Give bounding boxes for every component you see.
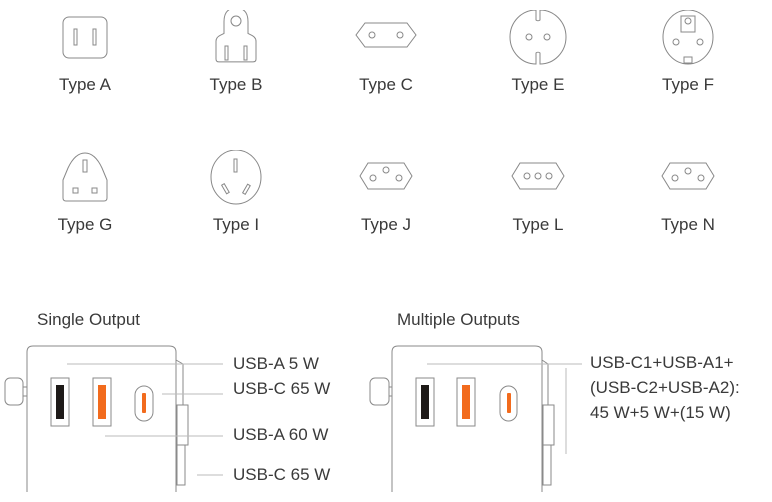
plug-type-b-icon [215, 10, 257, 63]
spec-usb-c-65w: USB-C 65 W [233, 379, 331, 398]
spec-usb-a-5w: USB-A 5 W [233, 354, 319, 373]
plug-type-c-icon [355, 22, 417, 48]
plug-label: Type F [662, 75, 714, 94]
spec-usb-a-60w: USB-A 60 W [233, 425, 329, 444]
usb-c-port-orange [507, 393, 511, 413]
usb-c-port-orange [142, 393, 146, 413]
plug-type-c: Type C [311, 10, 461, 95]
usb-a-port-orange [98, 385, 106, 419]
plug-type-j-icon [359, 162, 413, 190]
multi-spec-line-2: (USB-C2+USB-A2): [590, 378, 740, 397]
plug-label: Type B [209, 75, 263, 94]
plug-label: Type C [359, 75, 413, 94]
plug-type-i-icon [210, 150, 262, 205]
plug-type-f-icon [662, 10, 714, 65]
plug-type-l: Type L [463, 150, 613, 235]
usb-a-port-orange [462, 385, 470, 419]
plug-label: Type G [57, 215, 113, 234]
plug-type-g: Type G [10, 150, 160, 235]
plug-type-i: Type I [161, 150, 311, 235]
plug-type-f: Type F [613, 10, 763, 95]
plug-type-j: Type J [311, 150, 461, 235]
plug-type-n-icon [661, 162, 715, 190]
usb-a-port-dark [56, 385, 64, 419]
plug-type-e: Type E [463, 10, 613, 95]
plug-label: Type N [661, 215, 715, 234]
plug-label: Type I [212, 215, 260, 234]
plug-type-g-icon [62, 152, 108, 202]
plug-type-b: Type B [161, 10, 311, 95]
multi-spec-line-3: 45 W+5 W+(15 W) [590, 403, 731, 422]
single-output-title: Single Output [37, 310, 141, 329]
plug-label: Type J [360, 215, 412, 234]
plug-type-l-icon [511, 162, 565, 190]
plug-type-a: Type A [10, 10, 160, 95]
plug-label: Type E [511, 75, 565, 94]
usb-a-port-dark [421, 385, 429, 419]
plug-type-e-icon [509, 10, 567, 65]
multi-spec-line-1: USB-C1+USB-A1+ [590, 353, 734, 372]
single-output-charger-icon [4, 345, 223, 492]
plug-label: Type A [59, 75, 111, 94]
plug-type-a-icon [62, 16, 108, 59]
plug-label: Type L [512, 215, 564, 234]
multiple-outputs-charger-icon [369, 345, 582, 492]
plug-type-n: Type N [613, 150, 763, 235]
multiple-outputs-title: Multiple Outputs [397, 310, 520, 329]
spec-usb-c-65w-2: USB-C 65 W [233, 465, 331, 484]
